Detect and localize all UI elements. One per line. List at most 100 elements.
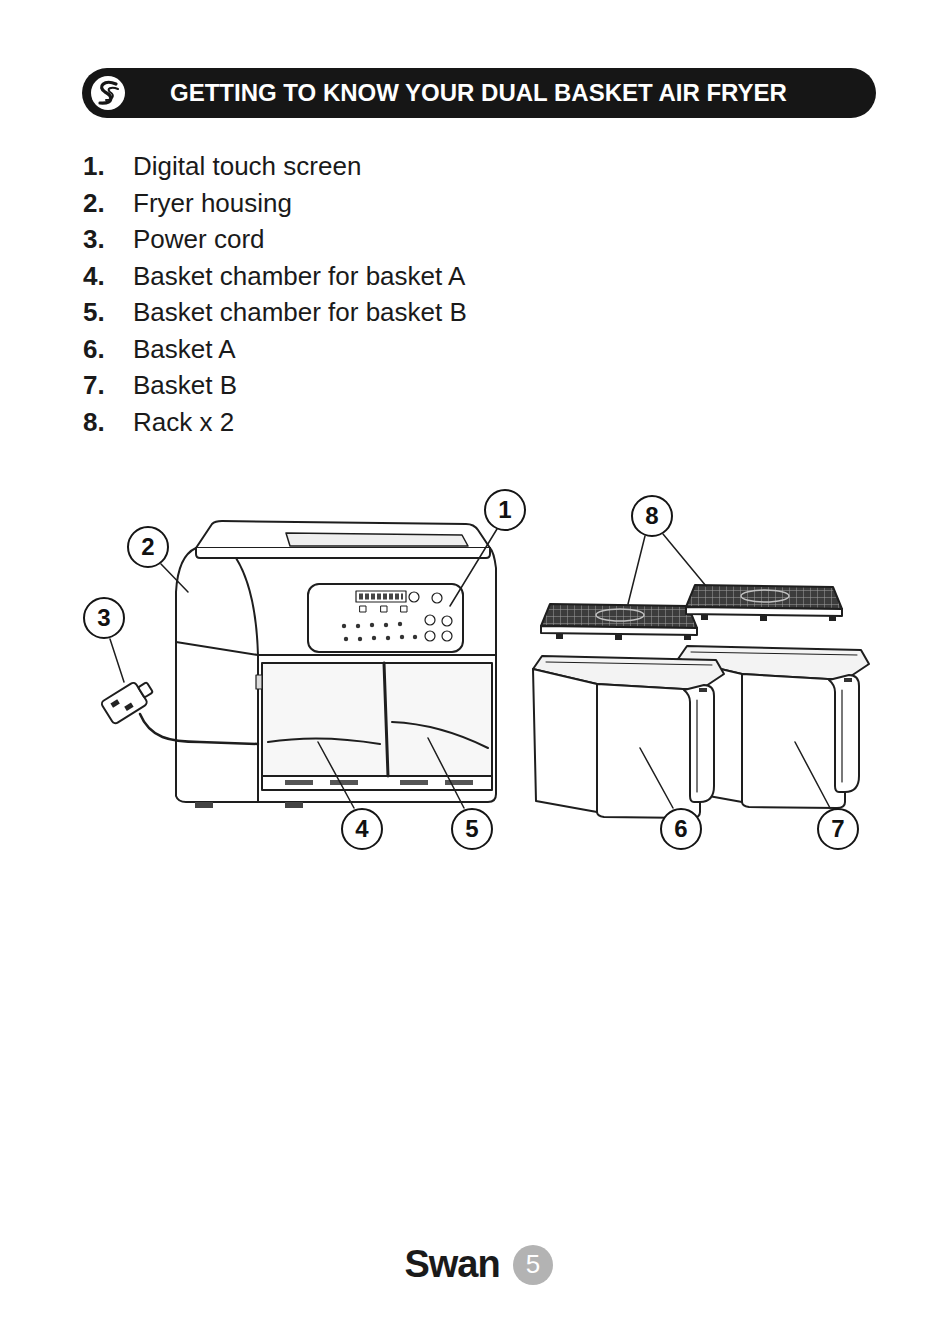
plug-pin: [124, 702, 133, 710]
basket-rim: [546, 662, 712, 665]
basket-handle: [829, 675, 859, 792]
panel-icon: [398, 622, 402, 626]
rack-edge: [686, 607, 842, 616]
rack-foot: [829, 615, 836, 621]
list-number: 4.: [83, 262, 105, 292]
panel-icon: [356, 624, 360, 628]
callout-number: 3: [97, 604, 110, 632]
handle-button: [699, 688, 707, 692]
list-number: 6.: [83, 335, 105, 365]
page-number-badge: 5: [513, 1245, 553, 1285]
fryer-corner-edge: [236, 558, 258, 802]
list-number: 5.: [83, 298, 105, 328]
basket-rim: [691, 652, 857, 655]
leader-line: [318, 742, 354, 808]
callout-circle: 2: [127, 526, 169, 568]
fryer-body: [176, 548, 496, 802]
rack-foot: [684, 634, 691, 640]
rack-foot: [556, 633, 563, 639]
logo-swirl: [106, 88, 118, 100]
leader-line: [628, 536, 645, 604]
callout-number: 6: [674, 815, 687, 843]
title-text: GETTING TO KNOW YOUR DUAL BASKET AIR FRY…: [170, 79, 787, 107]
rack-edge: [541, 626, 697, 635]
leader-line: [161, 564, 188, 592]
rail-slot: [400, 780, 428, 785]
rack-ring: [596, 609, 644, 621]
fryer-foot: [285, 802, 303, 808]
part-name: Basket chamber for basket B: [133, 298, 467, 328]
plug-pin: [110, 699, 119, 707]
basket-front: [742, 674, 845, 808]
callout-number: 7: [831, 815, 844, 843]
panel-icon: [401, 606, 407, 612]
power-cord-drawing: [100, 676, 258, 744]
list-number: 1.: [83, 152, 105, 182]
handle-button: [844, 678, 852, 682]
panel-button: [425, 615, 435, 625]
leader-lines: [110, 529, 830, 808]
callout-circle: 7: [817, 808, 859, 850]
callout-circle: 5: [451, 808, 493, 850]
callout-number: 5: [465, 815, 478, 843]
rack-grid: [541, 604, 697, 628]
part-name: Power cord: [133, 225, 265, 255]
callout-number: 8: [645, 502, 658, 530]
panel-button: [442, 616, 452, 626]
callout-number: 4: [355, 815, 368, 843]
control-panel: [308, 584, 463, 652]
rail-slot: [285, 780, 313, 785]
logo-disc: [91, 76, 125, 110]
part-name: Digital touch screen: [133, 152, 361, 182]
power-cord: [140, 714, 258, 744]
list-number: 2.: [83, 189, 105, 219]
handle-line: [696, 700, 697, 792]
rack-right: [686, 585, 842, 621]
panel-icon: [400, 635, 404, 639]
plug: [100, 676, 156, 725]
panel-icon: [384, 623, 388, 627]
rack-ring: [741, 590, 789, 602]
panel-button: [409, 592, 419, 602]
chamber-divider: [384, 663, 388, 776]
callout-circle: 1: [484, 489, 526, 531]
callout-circle: 6: [660, 808, 702, 850]
chamber-floor: [392, 722, 488, 748]
list-number: 7.: [83, 371, 105, 401]
air-fryer: [176, 521, 496, 808]
lid-window: [286, 533, 468, 546]
basket-front: [597, 684, 700, 818]
page-number: 5: [526, 1250, 540, 1280]
callout-circle: 4: [341, 808, 383, 850]
display-window: [356, 591, 406, 602]
part-name: Basket chamber for basket A: [133, 262, 465, 292]
part-name: Fryer housing: [133, 189, 292, 219]
basket-opening: [262, 663, 492, 776]
panel-button: [425, 631, 435, 641]
panel-icon: [386, 636, 390, 640]
panel-icon: [381, 606, 387, 612]
basket-a-drawing: [533, 656, 724, 818]
side-clip: [256, 675, 262, 689]
brand-logo: [89, 74, 127, 112]
panel-button: [432, 593, 442, 603]
part-name: Basket B: [133, 371, 237, 401]
rack-foot: [760, 615, 767, 621]
callout-circle: 3: [83, 597, 125, 639]
panel-button: [442, 631, 452, 641]
cord-boot: [138, 682, 153, 697]
handle-line: [841, 690, 842, 782]
list-number: 8.: [83, 408, 105, 438]
part-name: Basket A: [133, 335, 236, 365]
basket-side: [533, 669, 597, 812]
part-name: Rack x 2: [133, 408, 234, 438]
chamber-floor: [268, 738, 380, 744]
callout-circle: 8: [631, 495, 673, 537]
leader-line: [795, 742, 830, 808]
title-band: GETTING TO KNOW YOUR DUAL BASKET AIR FRY…: [82, 68, 876, 118]
callout-number: 2: [141, 533, 154, 561]
bottom-rail: [262, 776, 492, 790]
panel-icon: [370, 623, 374, 627]
